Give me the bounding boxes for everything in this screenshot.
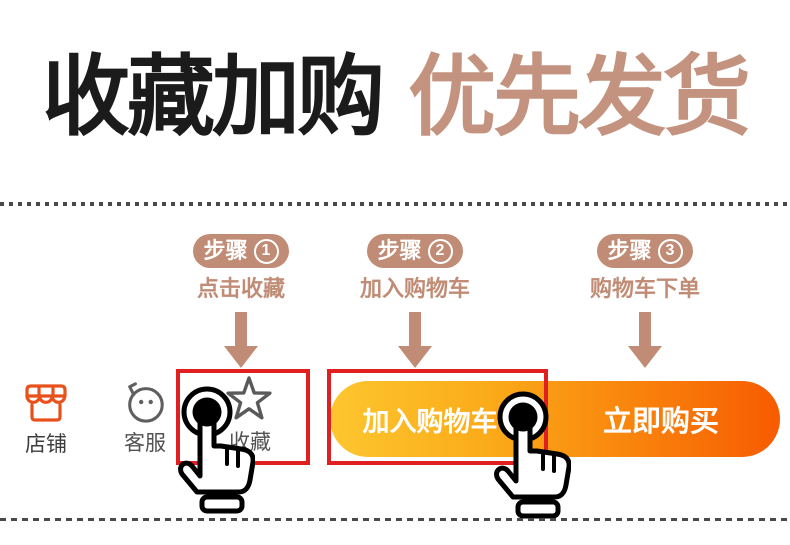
favorite-star-icon[interactable] (224, 375, 274, 423)
dashed-separator-bottom (0, 518, 790, 521)
step-caption-2: 加入购物车 (359, 276, 470, 301)
customer-service-item[interactable]: 客服 (117, 380, 173, 457)
title-tan: 优先发货 (408, 47, 751, 146)
step-column-3: 步骤 3 购物车下单 (560, 234, 730, 368)
step-number-circle: 1 (253, 238, 279, 264)
down-arrow-icon (398, 312, 432, 368)
down-arrow-icon (628, 312, 662, 368)
shop-label: 店铺 (25, 433, 67, 456)
add-to-cart-button[interactable]: 加入购物车 (362, 406, 498, 437)
step-badge-2: 步骤 2 (367, 234, 463, 268)
purchase-pill: 加入购物车 立即购买 (330, 381, 780, 457)
tap-hand-icon (494, 391, 571, 519)
page-title: 收藏加购 优先发货 (0, 47, 790, 146)
step-column-1: 步骤 1 点击收藏 (156, 234, 326, 368)
step-badge-label: 步骤 (607, 238, 652, 263)
step-column-2: 步骤 2 加入购物车 (330, 234, 500, 368)
buy-now-button[interactable]: 立即购买 (602, 406, 719, 438)
step-badge-3: 步骤 3 (597, 234, 693, 268)
title-black: 收藏加购 (41, 47, 385, 146)
step-badge-1: 步骤 1 (193, 234, 289, 268)
service-label: 客服 (124, 432, 166, 455)
step-number-circle: 2 (427, 238, 453, 264)
down-arrow-icon (224, 312, 258, 368)
step-caption-3: 购物车下单 (589, 276, 700, 301)
shop-icon (25, 384, 67, 422)
step-badge-label: 步骤 (203, 238, 248, 263)
shop-item[interactable]: 店铺 (18, 383, 74, 458)
step-number-circle: 3 (657, 238, 683, 264)
customer-service-icon (128, 382, 164, 423)
step-caption-1: 点击收藏 (196, 276, 285, 301)
tap-hand-icon (178, 386, 255, 514)
step-badge-label: 步骤 (377, 238, 422, 263)
dotted-separator-top (0, 202, 790, 206)
